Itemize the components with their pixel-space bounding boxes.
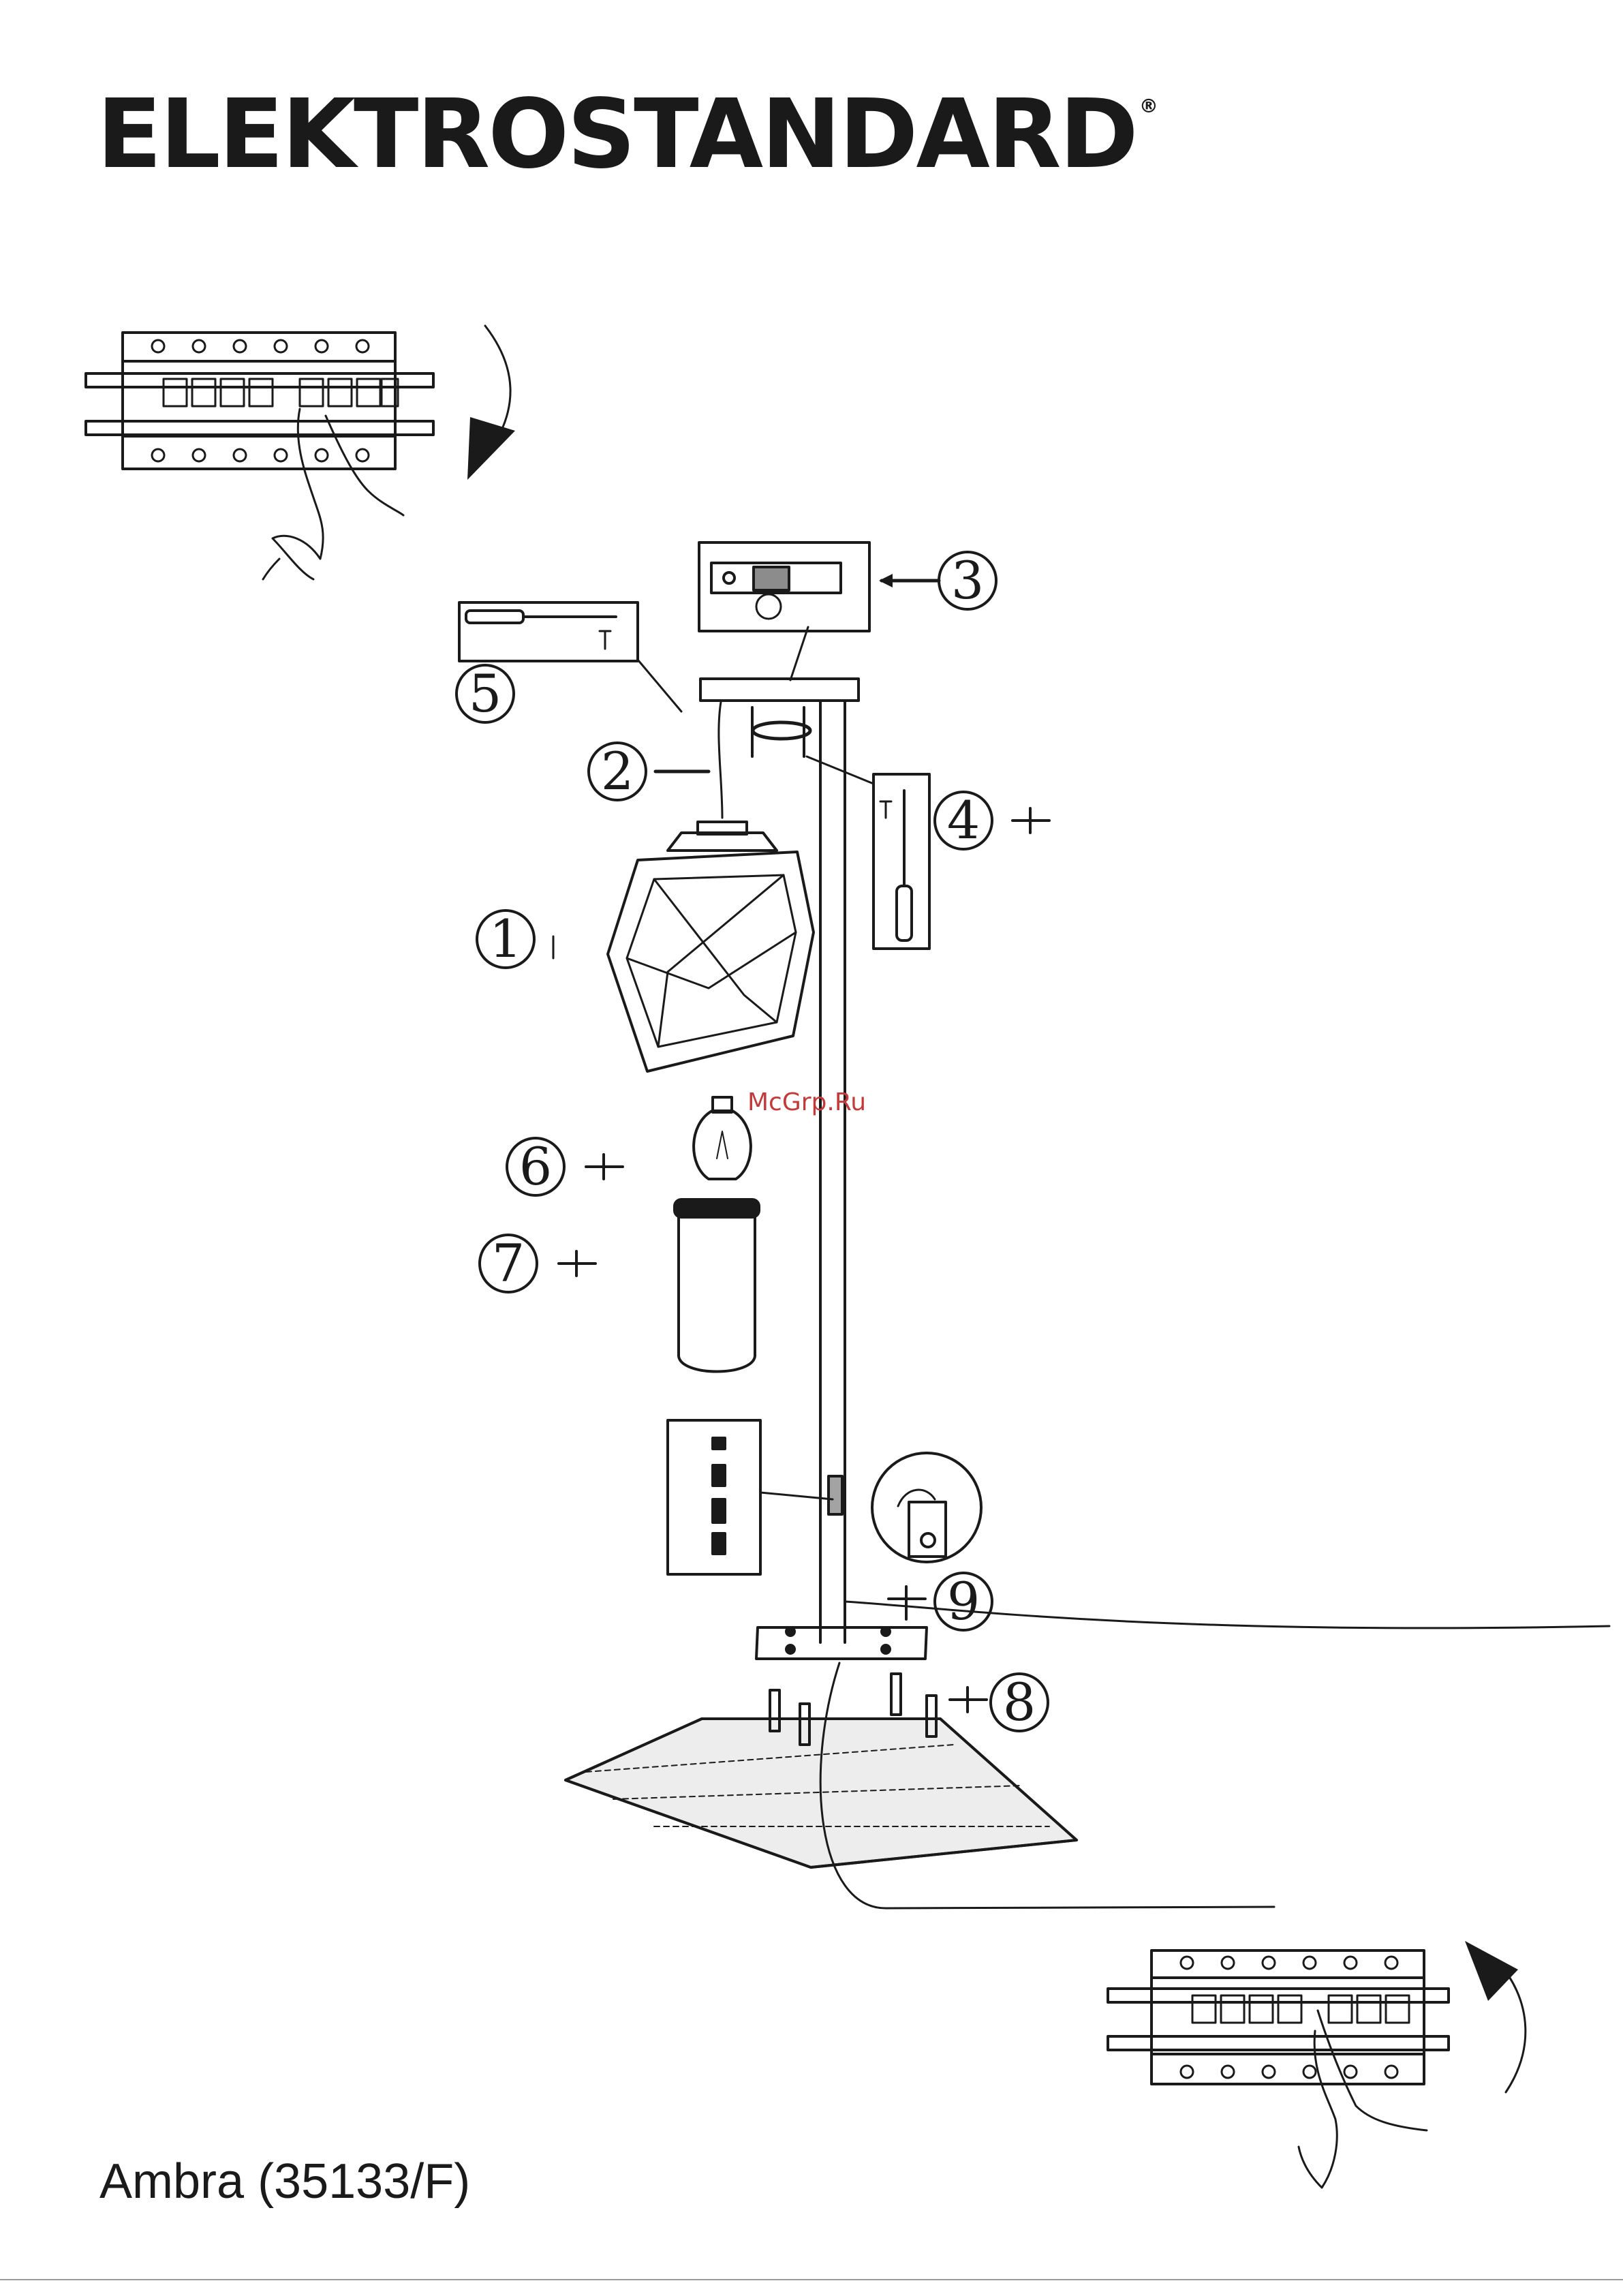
breaker-panel-off (86, 333, 433, 579)
bottom-rule (0, 2279, 1623, 2280)
watermark: McGrp.Ru (747, 1088, 866, 1116)
step-6-label: 6 (519, 1136, 552, 1197)
step-5-label: 5 (469, 663, 501, 724)
step-8-label: 8 (1003, 1672, 1036, 1732)
light-bulb (694, 1097, 751, 1179)
step-3-label: 3 (951, 550, 984, 611)
model-name: Ambra (35133/F) (99, 2154, 470, 2209)
power-on-arrow (1465, 1941, 1518, 2001)
step-9-label: 9 (947, 1571, 980, 1632)
inset-terminal-block (699, 542, 939, 680)
step-1-label: 1 (489, 908, 522, 969)
step-2-label: 2 (601, 741, 634, 801)
glass-cylinder (675, 1199, 759, 1372)
inset-cable-connector (668, 1420, 842, 1574)
inset-screwdriver-side (807, 756, 929, 949)
step-7-label: 7 (492, 1233, 525, 1294)
step-4-label: 4 (947, 790, 980, 851)
breaker-panel-on (1108, 1950, 1449, 2188)
lantern-shade (608, 822, 814, 1071)
inset-switch (872, 1453, 981, 1562)
power-off-arrow (467, 417, 515, 480)
suspension-wire (719, 702, 722, 818)
